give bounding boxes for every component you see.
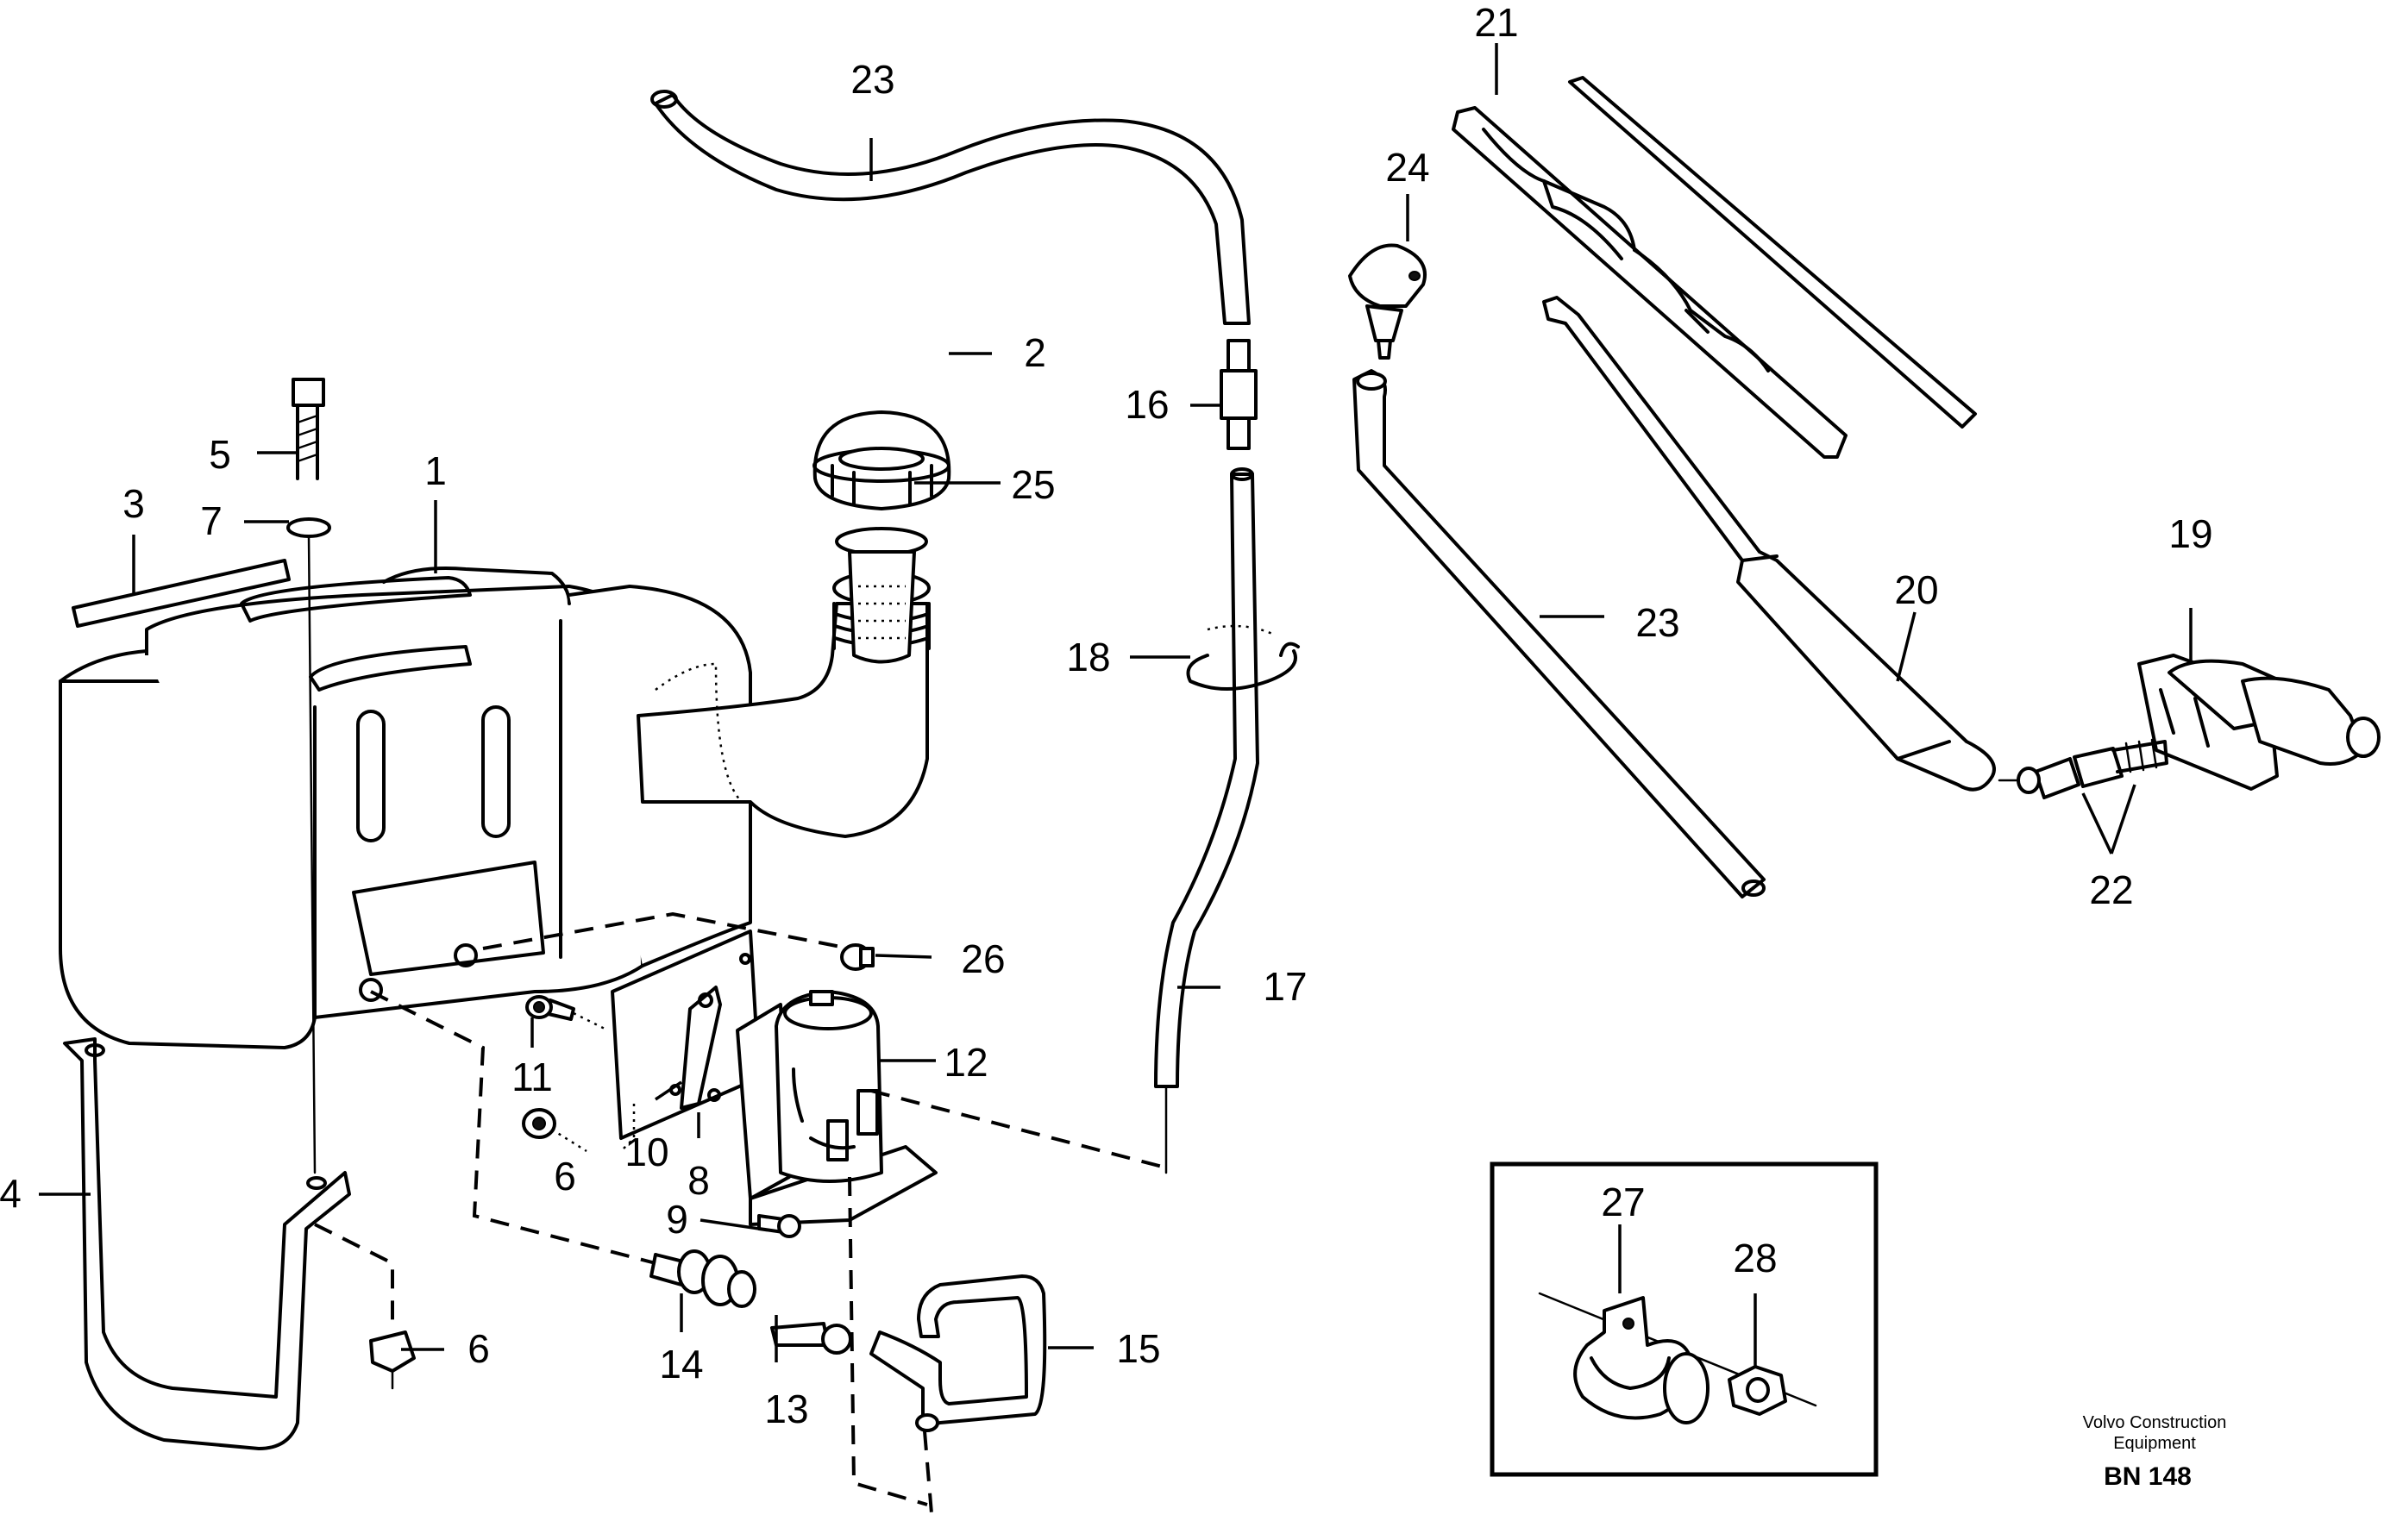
- callout-7: 7: [200, 498, 223, 543]
- screw-11: [525, 995, 575, 1021]
- inset-detail-box: [1490, 1161, 1879, 1477]
- callout-2: 2: [1024, 330, 1046, 375]
- brand-line-2: Equipment: [2113, 1434, 2196, 1453]
- callout-27: 27: [1601, 1180, 1645, 1224]
- brand-code: BN 148: [2104, 1462, 2192, 1491]
- callout-23-diagonal: 23: [1635, 600, 1679, 645]
- brand-block: Volvo Construction Equipment BN 148: [2083, 1413, 2227, 1491]
- callout-1: 1: [424, 448, 447, 493]
- washer-tank: [59, 567, 931, 1049]
- callout-4: 4: [0, 1171, 22, 1216]
- plug: [840, 943, 875, 971]
- callout-26: 26: [961, 936, 1005, 981]
- callout-25: 25: [1011, 462, 1055, 507]
- callout-22: 22: [2089, 867, 2133, 912]
- callout-18: 18: [1066, 635, 1110, 679]
- callout-3: 3: [122, 481, 145, 526]
- strap: [63, 1037, 351, 1450]
- callout-14: 14: [659, 1342, 703, 1387]
- nut-lower: [369, 1330, 416, 1390]
- leader-lines: [39, 43, 2193, 1367]
- callout-24: 24: [1385, 145, 1429, 190]
- callout-16: 16: [1125, 382, 1169, 427]
- washer: [286, 517, 331, 538]
- screw-9: [757, 1214, 801, 1238]
- callout-19: 19: [2168, 511, 2212, 556]
- callout-13: 13: [764, 1387, 808, 1431]
- strainer: [835, 447, 928, 664]
- washer-hose-upper: [654, 93, 1251, 325]
- callout-8: 8: [687, 1158, 710, 1203]
- brand-line-1: Volvo Construction: [2083, 1413, 2227, 1432]
- callout-11: 11: [511, 1055, 553, 1099]
- hose-loop: [869, 1274, 1047, 1426]
- callout-20: 20: [1894, 567, 1938, 612]
- washer-hose-diagonal: [1352, 369, 1766, 898]
- hose-connector: [770, 1322, 852, 1355]
- callout-12: 12: [944, 1040, 988, 1085]
- callout-23-upper: 23: [850, 57, 894, 102]
- wiper-arm: [1542, 296, 1996, 792]
- hose-clamp: [1186, 624, 1300, 691]
- callout-6-middle: 6: [554, 1154, 576, 1199]
- washer-hose-lower: [1154, 473, 1259, 1088]
- bolt: [292, 378, 325, 480]
- callout-9: 9: [666, 1197, 688, 1242]
- callout-10: 10: [624, 1130, 668, 1174]
- nut-middle: [522, 1108, 556, 1139]
- wiper-motor: [2137, 654, 2381, 791]
- washer-pump: [736, 990, 938, 1226]
- callout-labels: 1 2 3 4 5 6 6 7 8 9 10 11 12 13 14 15 16…: [0, 0, 2213, 1431]
- callout-21: 21: [1474, 0, 1518, 45]
- callout-17: 17: [1263, 964, 1307, 1009]
- pump-bracket: [611, 930, 761, 1152]
- grommet: [649, 1249, 756, 1308]
- washer-nozzle: [1348, 243, 1427, 360]
- callout-5: 5: [209, 432, 231, 477]
- pad: [72, 559, 291, 628]
- wiper-blade: [1452, 76, 1977, 459]
- check-valve: [1220, 339, 1258, 450]
- callout-6-lower: 6: [467, 1326, 490, 1371]
- callout-28: 28: [1733, 1236, 1777, 1280]
- wiper-spindle: [1998, 738, 2168, 799]
- callout-15: 15: [1116, 1326, 1160, 1371]
